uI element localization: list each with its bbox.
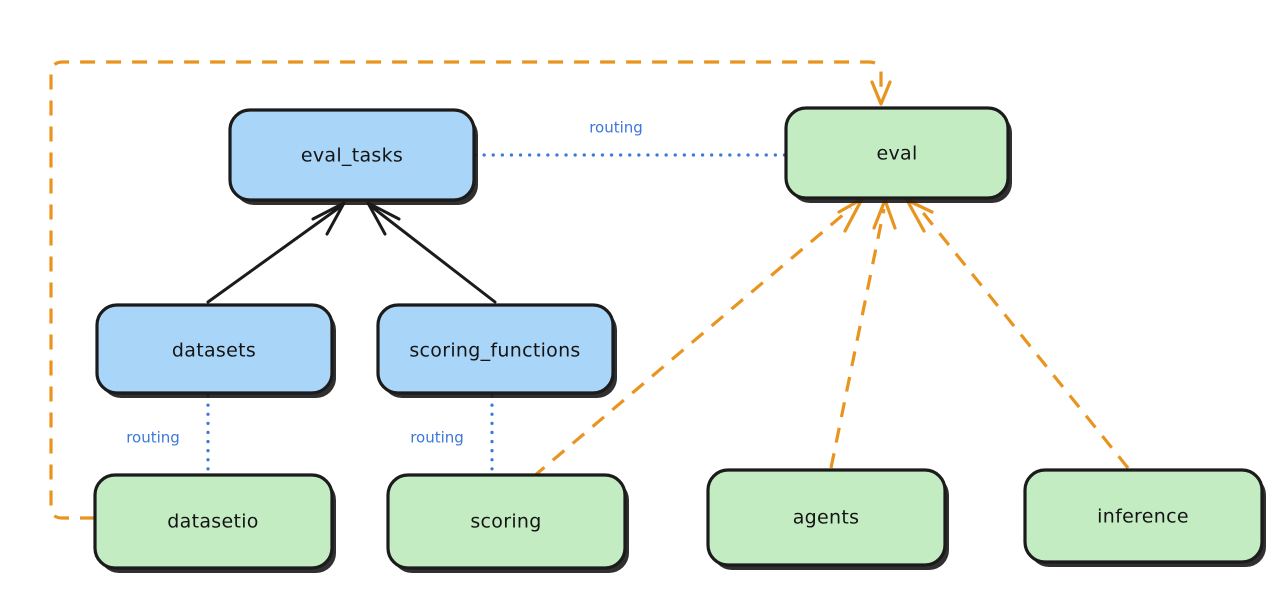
node-datasets-box bbox=[95, 303, 334, 395]
edge-label-routing-datasetio: routing bbox=[126, 429, 180, 447]
edge-datasets-datasetio: routing bbox=[126, 394, 210, 476]
node-scoring-functions[interactable]: scoring_functions bbox=[376, 303, 617, 398]
node-datasets[interactable]: datasets bbox=[95, 303, 336, 398]
node-inference-box bbox=[1023, 468, 1264, 564]
node-agents-label: agents bbox=[793, 507, 860, 529]
edge-scoring-eval-path bbox=[531, 206, 853, 479]
node-datasetio[interactable]: datasetio bbox=[93, 473, 336, 573]
edge-scoring_functions-eval_tasks bbox=[366, 201, 497, 304]
node-datasetio-label: datasetio bbox=[167, 511, 258, 533]
node-datasets-label: datasets bbox=[172, 340, 256, 362]
node-eval-label: eval bbox=[876, 143, 917, 165]
edge-scoring_functions-scoring: routing bbox=[410, 394, 494, 476]
node-scoring-functions-box bbox=[376, 303, 615, 395]
edge-eval_tasks-eval: routing bbox=[473, 119, 788, 157]
node-inference[interactable]: inference bbox=[1023, 468, 1266, 567]
edge-datasetio-eval-arrowhead bbox=[870, 80, 892, 106]
edge-datasets-eval_tasks bbox=[206, 201, 346, 304]
node-agents[interactable]: agents bbox=[706, 468, 949, 570]
edge-agents-eval-arrowhead bbox=[872, 198, 897, 230]
edge-inference-eval-path bbox=[918, 207, 1130, 470]
edge-inference-eval bbox=[905, 198, 1130, 470]
edge-inference-eval-arrowhead bbox=[905, 198, 934, 233]
edge-datasets-eval_tasks-path bbox=[206, 205, 342, 304]
edge-scoring-eval-arrowhead bbox=[837, 197, 864, 233]
node-scoring-functions-label: scoring_functions bbox=[409, 340, 580, 362]
edge-label-routing-scoring: routing bbox=[410, 429, 464, 447]
node-scoring[interactable]: scoring bbox=[386, 473, 629, 573]
node-agents-box bbox=[706, 468, 947, 567]
node-eval-tasks-label: eval_tasks bbox=[301, 145, 403, 167]
node-scoring-box bbox=[386, 473, 627, 570]
edge-agents-eval bbox=[829, 198, 897, 469]
node-datasetio-box bbox=[93, 473, 334, 570]
edge-datasetio-eval bbox=[49, 60, 892, 520]
edge-label-routing-eval: routing bbox=[589, 119, 643, 137]
node-eval-box bbox=[784, 106, 1010, 200]
edge-agents-eval-path bbox=[829, 208, 886, 469]
node-eval-tasks-box bbox=[228, 108, 476, 202]
node-scoring-label: scoring bbox=[470, 511, 541, 533]
node-eval[interactable]: eval bbox=[784, 106, 1012, 203]
node-inference-label: inference bbox=[1097, 506, 1189, 528]
node-eval-tasks[interactable]: eval_tasks bbox=[228, 108, 478, 205]
edge-scoring_functions-eval_tasks-path bbox=[370, 205, 497, 304]
